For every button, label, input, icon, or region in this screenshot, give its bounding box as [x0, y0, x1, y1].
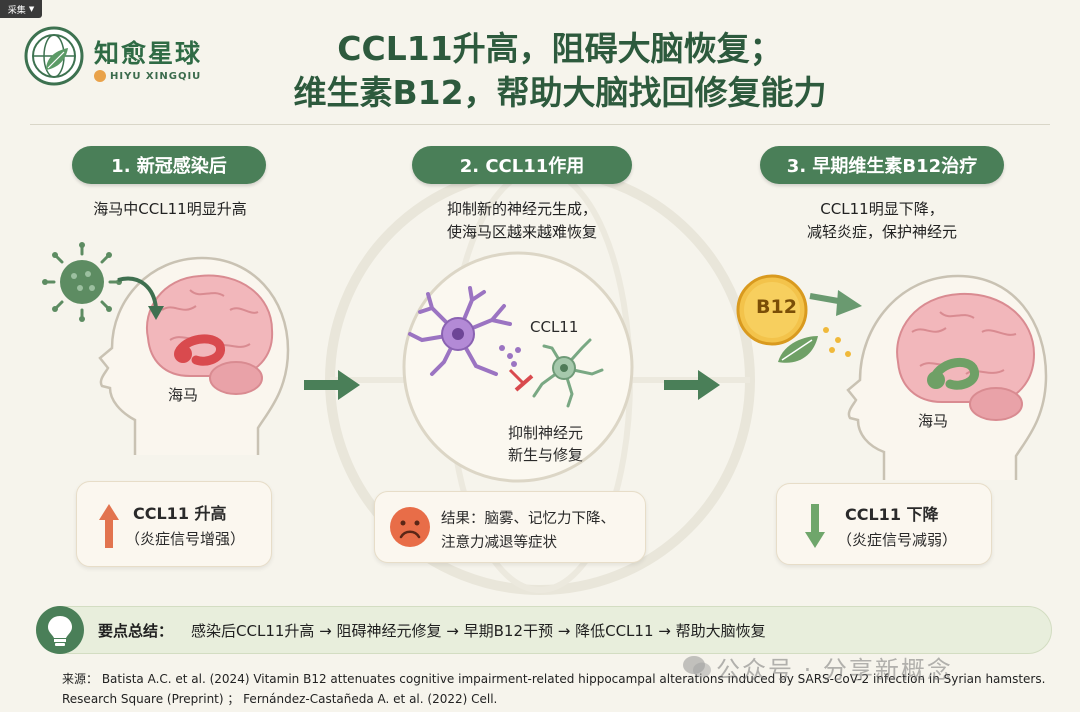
arrow-down-icon — [805, 504, 825, 548]
inhibit-label: 抑制神经元 新生与修复 — [508, 422, 583, 466]
step3-label: 3. 早期维生素B12治疗 — [786, 156, 978, 177]
step2-label: 2. CCL11作用 — [459, 156, 585, 177]
inhibit-label-line: 抑制神经元 — [508, 424, 584, 442]
step2-desc-line: 抑制新的神经元生成， — [446, 200, 597, 218]
watermark-text: 公众号 · 分享新概念 — [716, 656, 953, 684]
reference-line1: 来源： Batista A.C. et al. (2024) Vitamin B… — [62, 672, 1046, 686]
ccl11-label: CCL11 — [530, 318, 579, 336]
step2-desc: 抑制新的神经元生成， 使海马区越来越难恢复 — [392, 198, 652, 244]
step3-box-title: CCL11 下降 — [845, 505, 939, 524]
logo-name: 知愈星球 — [94, 39, 203, 68]
step1-desc-line: 海马中CCL11明显升高 — [93, 200, 247, 218]
collect-tag[interactable]: 采集 ▼ — [0, 0, 42, 18]
summary-text: 要点总结： 感染后CCL11升高 → 阻碍神经元修复 → 早期B12干预 → 降低… — [98, 620, 766, 641]
step3-desc-line: CCL11明显下降， — [820, 200, 944, 218]
head-infected-illustration — [42, 242, 290, 455]
summary-flow: 感染后CCL11升高 → 阻碍神经元修复 → 早期B12干预 → 降低CCL11… — [191, 622, 766, 640]
title-line2: 维生素B12，帮助大脑找回修复能力 — [293, 73, 827, 112]
summary-bar — [36, 606, 1052, 654]
summary-label: 要点总结： — [98, 622, 174, 640]
b12-label: B12 — [756, 296, 797, 318]
step2-box-title: 结果：脑雾、记忆力下降、 — [441, 511, 615, 527]
step2-box-sub: 注意力减退等症状 — [441, 535, 557, 551]
step3-box-sub: （炎症信号减弱） — [837, 531, 958, 549]
step3-pill: 3. 早期维生素B12治疗 — [760, 146, 1004, 184]
neuron-inhibition-illustration — [402, 251, 634, 483]
header-divider — [30, 124, 1050, 125]
step3-desc-line: 减轻炎症，保护神经元 — [806, 223, 957, 241]
arrow-right-icon — [664, 370, 720, 400]
inhibit-label-line: 新生与修复 — [508, 446, 584, 464]
caret-down-icon: ▼ — [28, 5, 35, 13]
step1-label: 1. 新冠感染后 — [111, 156, 227, 177]
step1-region-label: 海马 — [168, 386, 199, 404]
step1-box-title: CCL11 升高 — [133, 504, 227, 523]
collect-tag-label: 采集 — [7, 5, 26, 16]
lightbulb-icon — [48, 616, 72, 646]
logo-subtitle: HIYU XINGQIU — [94, 70, 201, 82]
arrow-up-icon — [99, 504, 119, 548]
step1-pill: 1. 新冠感染后 — [72, 146, 266, 184]
step1-box-sub: （炎症信号增强） — [125, 530, 246, 548]
title-line1: CCL11升高，阻碍大脑恢复； — [337, 29, 783, 68]
logo-dot-icon — [94, 70, 106, 82]
reference-line2: Research Square (Preprint) ； Fernández-C… — [62, 692, 498, 706]
step3-region-label: 海马 — [918, 412, 949, 430]
step2-result-box: 结果：脑雾、记忆力下降、 注意力减退等症状 — [374, 491, 646, 563]
logo-icon — [24, 26, 84, 86]
wechat-icon — [683, 656, 711, 678]
virus-icon — [42, 242, 122, 322]
sad-face-icon — [390, 507, 430, 547]
step3-result-box: CCL11 下降 （炎症信号减弱） — [776, 483, 992, 565]
step1-result-box: CCL11 升高 （炎症信号增强） — [76, 481, 272, 567]
step2-pill: 2. CCL11作用 — [412, 146, 632, 184]
step1-desc: 海马中CCL11明显升高 — [50, 198, 290, 221]
arrow-right-icon — [304, 370, 360, 400]
step2-desc-line: 使海马区越来越难恢复 — [446, 223, 597, 241]
step3-desc: CCL11明显下降， 减轻炎症，保护神经元 — [762, 198, 1002, 244]
logo-subtitle-text: HIYU XINGQIU — [110, 70, 202, 82]
head-recovery-illustration — [736, 274, 1048, 480]
bulb-badge — [36, 606, 84, 654]
